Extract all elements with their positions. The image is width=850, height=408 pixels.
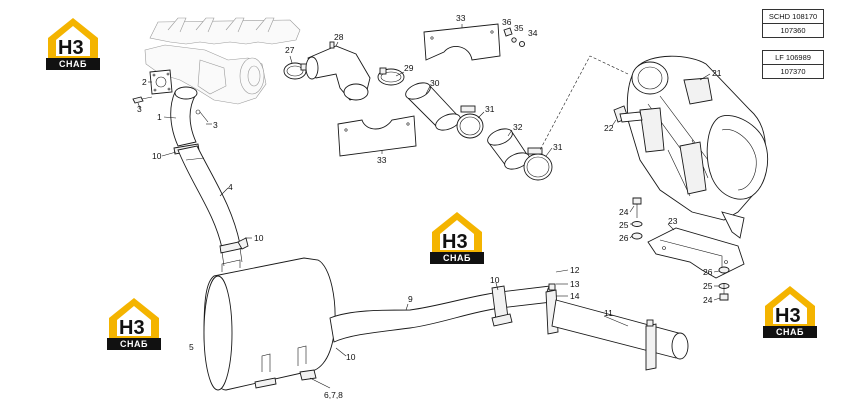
bolt-washer-nut-set-upper — [631, 197, 643, 240]
callout-36: 36 — [502, 17, 512, 27]
hose-clamp — [456, 105, 484, 139]
callout-21: 21 — [712, 68, 722, 78]
logo-letters: H3 — [775, 305, 801, 327]
logo-word: СНАБ — [120, 339, 148, 349]
extension-pipe — [551, 299, 689, 371]
bolt-left — [132, 96, 153, 104]
callout-10: 10 — [346, 352, 356, 362]
bolt-washer-nut-set-lower — [718, 266, 730, 301]
callout-23: 23 — [668, 216, 678, 226]
callout-1: 1 — [157, 112, 162, 122]
logo-word: СНАБ — [59, 59, 87, 69]
hose-clamp — [283, 62, 308, 80]
tail-pipe — [329, 285, 556, 343]
muffler — [203, 257, 336, 391]
callout-6-7-8: 6,7,8 — [324, 390, 343, 400]
callout-3: 3 — [137, 104, 142, 114]
exhaust-flange — [149, 69, 173, 95]
callout-27: 27 — [285, 45, 295, 55]
hose-clamp — [377, 67, 405, 86]
callout-labels: 1 2 3 3 4 5 6,7,8 9 10 10 10 10 11 12 13… — [137, 13, 722, 400]
callout-25: 25 — [703, 281, 713, 291]
callout-14: 14 — [570, 291, 580, 301]
h3-snab-logo-icon: H3 СНАБ — [430, 212, 484, 264]
callout-29: 29 — [404, 63, 414, 73]
heat-shield-plate-lower — [337, 115, 417, 157]
logo-word: СНАБ — [776, 327, 804, 337]
reference-table-lf: LF 106989 107370 — [762, 50, 824, 79]
callout-13: 13 — [570, 279, 580, 289]
mounting-bracket — [647, 227, 745, 279]
callout-2: 2 — [142, 77, 147, 87]
pipe-clamp — [491, 285, 513, 327]
connecting-pipe — [487, 128, 530, 170]
callout-26: 26 — [703, 267, 713, 277]
engine-turbocharger-ghost — [144, 17, 301, 105]
callout-25: 25 — [619, 220, 629, 230]
callout-10: 10 — [152, 151, 162, 161]
logo-letters: H3 — [442, 231, 468, 253]
callout-10: 10 — [254, 233, 264, 243]
heat-shield-plate-upper — [423, 23, 501, 61]
callout-5: 5 — [189, 342, 194, 352]
callout-12: 12 — [570, 265, 580, 275]
callout-35: 35 — [514, 23, 524, 33]
logo-word: СНАБ — [443, 253, 471, 263]
reference-number: 107370 — [762, 64, 824, 79]
reference-table-schd: SCHD 108170 107360 — [762, 9, 824, 38]
callout-31: 31 — [485, 104, 495, 114]
callout-32: 32 — [513, 122, 523, 132]
exhaust-elbow-pipe — [170, 86, 201, 147]
leader-lines — [137, 24, 721, 389]
hardware-screw-washer-nut — [503, 27, 526, 48]
vacuator-valve — [613, 105, 643, 123]
callout-30: 30 — [430, 78, 440, 88]
exhaust-down-pipe — [177, 145, 241, 249]
rubber-hose — [405, 82, 461, 131]
callout-33: 33 — [456, 13, 466, 23]
callout-26: 26 — [619, 233, 629, 243]
air-cleaner — [626, 55, 769, 239]
callout-9: 9 — [408, 294, 413, 304]
callout-3: 3 — [213, 120, 218, 130]
reference-number: 107360 — [762, 23, 824, 38]
h3-snab-logo-icon: H3 СНАБ — [46, 18, 100, 70]
callout-31: 31 — [553, 142, 563, 152]
elbow-adaptor — [305, 41, 371, 101]
logo-letters: H3 — [119, 317, 145, 339]
callout-28: 28 — [334, 32, 344, 42]
hose-clamp — [523, 147, 553, 181]
h3-snab-logo-icon: H3 СНАБ — [763, 286, 817, 338]
h3-snab-logo-icon: H3 СНАБ — [107, 298, 161, 350]
logo-letters: H3 — [58, 37, 84, 59]
callout-4: 4 — [228, 182, 233, 192]
callout-10: 10 — [490, 275, 500, 285]
callout-33: 33 — [377, 155, 387, 165]
pipe-clamp — [219, 237, 249, 267]
callout-11: 11 — [604, 308, 613, 318]
callout-22: 22 — [604, 123, 614, 133]
callout-24: 24 — [703, 295, 713, 305]
callout-34: 34 — [528, 28, 538, 38]
callout-24: 24 — [619, 207, 629, 217]
